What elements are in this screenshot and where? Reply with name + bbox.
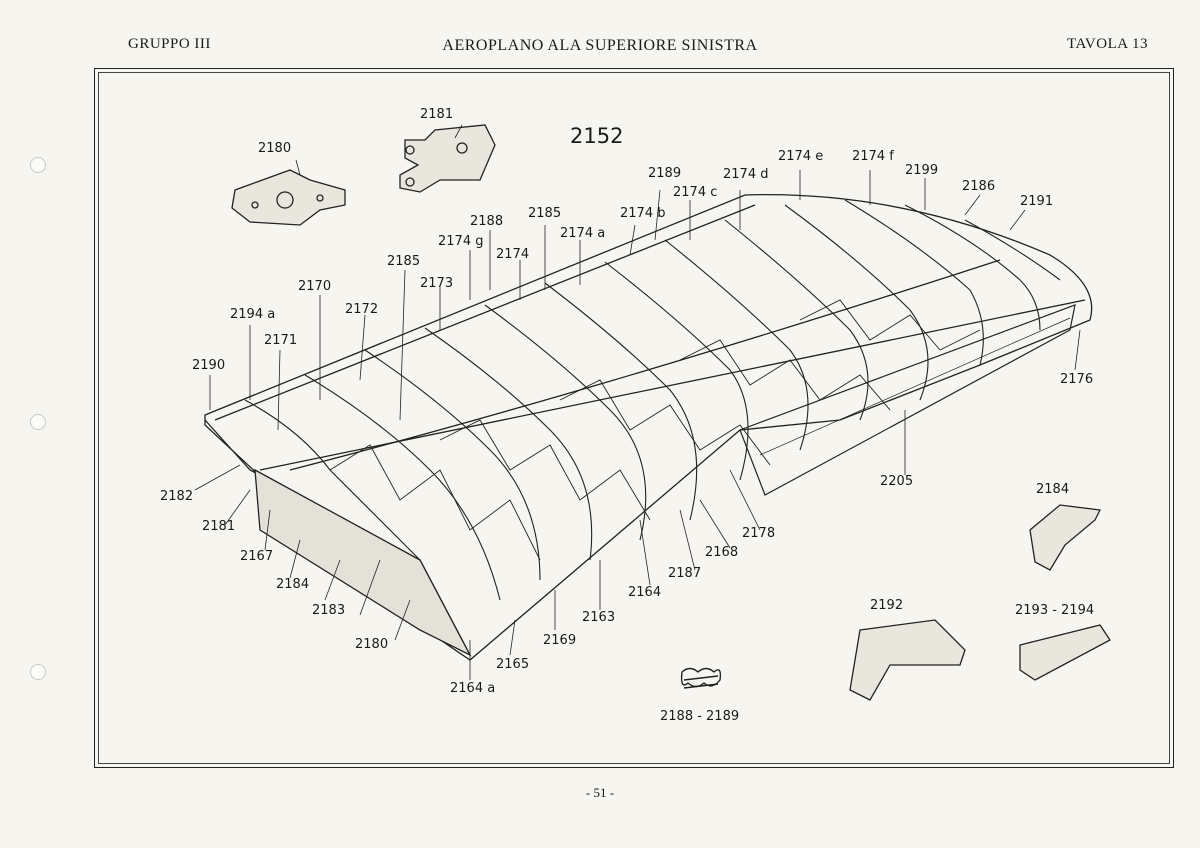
label-2184-bottom: 2184 [276, 577, 309, 592]
label-2178: 2178 [742, 526, 775, 541]
label-2152: 2152 [570, 124, 623, 148]
label-2190: 2190 [192, 358, 225, 373]
label-2205: 2205 [880, 474, 913, 489]
label-2181-bottom: 2181 [202, 519, 235, 534]
front-spar [214, 204, 756, 421]
label-2185a: 2185 [528, 206, 561, 221]
label-2192: 2192 [870, 598, 903, 613]
label-2176: 2176 [1060, 372, 1093, 387]
label-2193-2194: 2193 - 2194 [1015, 603, 1094, 618]
header-plate-number: TAVOLA 13 [1067, 36, 1148, 52]
ribs [244, 199, 1061, 601]
label-2188-2189: 2188 - 2189 [660, 709, 739, 724]
label-2194a: 2194 a [230, 307, 275, 322]
label-2185b: 2185 [387, 254, 420, 269]
fitting-2180-top [231, 169, 346, 226]
label-2188: 2188 [470, 214, 503, 229]
fitting-2192 [849, 619, 966, 701]
label-2172: 2172 [345, 302, 378, 317]
label-2180-bottom: 2180 [355, 637, 388, 652]
fitting-2193-2194 [1019, 624, 1111, 681]
label-2173: 2173 [420, 276, 453, 291]
label-2174g: 2174 g [438, 234, 483, 249]
leader-lines [194, 124, 1081, 680]
punch-hole [30, 157, 46, 173]
label-2169: 2169 [543, 633, 576, 648]
wing-outline [204, 194, 1093, 661]
punch-hole [30, 664, 46, 680]
label-2184-right: 2184 [1036, 482, 1069, 497]
label-2174d: 2174 d [723, 167, 768, 182]
label-2183: 2183 [312, 603, 345, 618]
label-2171: 2171 [264, 333, 297, 348]
label-2191: 2191 [1020, 194, 1053, 209]
label-2174b: 2174 b [620, 206, 665, 221]
label-2187: 2187 [668, 566, 701, 581]
label-2186: 2186 [962, 179, 995, 194]
fitting-2184-right [1029, 504, 1101, 571]
label-2170: 2170 [298, 279, 331, 294]
label-2164a: 2164 a [450, 681, 495, 696]
punch-hole [30, 414, 46, 430]
label-2181-top: 2181 [420, 107, 453, 122]
label-2174: 2174 [496, 247, 529, 262]
label-2199: 2199 [905, 163, 938, 178]
root-plate [254, 468, 472, 657]
page-title: AEROPLANO ALA SUPERIORE SINISTRA [442, 37, 758, 54]
header-group: GRUPPO III [128, 36, 211, 52]
label-2174a: 2174 a [560, 226, 605, 241]
label-2180-top: 2180 [258, 141, 291, 156]
plate-outer-frame [94, 68, 1174, 768]
truss-bracing [329, 299, 981, 561]
page-number: - 51 - [585, 785, 615, 800]
label-2168: 2168 [705, 545, 738, 560]
label-2167: 2167 [240, 549, 273, 564]
aileron [739, 304, 1076, 496]
label-2182: 2182 [160, 489, 193, 504]
label-2174f: 2174 f [852, 149, 894, 164]
label-2174c: 2174 c [673, 185, 717, 200]
plate-inner-frame [98, 72, 1170, 764]
label-2189: 2189 [648, 166, 681, 181]
rear-spar [259, 299, 1086, 471]
label-2174e: 2174 e [778, 149, 823, 164]
label-2164: 2164 [628, 585, 661, 600]
spring-2188-2189 [680, 667, 722, 689]
label-2165: 2165 [496, 657, 529, 672]
fitting-2181-top [399, 124, 496, 193]
mid-spar [289, 259, 1001, 471]
label-2163: 2163 [582, 610, 615, 625]
